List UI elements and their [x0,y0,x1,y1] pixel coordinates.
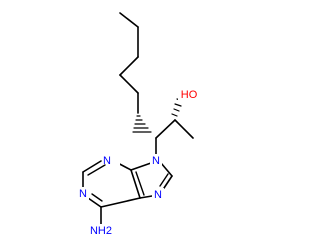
bond-c2-methyl [174,119,194,139]
atom-n7: N [154,189,162,201]
hashed-bond-chain [132,115,152,133]
atom-n1: N [79,188,87,200]
bond-chain-1 [119,12,139,28]
atom-n3: N [103,155,111,167]
hexyl-chain [119,12,139,114]
amine-label: NH2 [90,225,112,237]
molecule-structure: HO N N N N NH2 [77,12,200,238]
bond-chain-4 [119,74,139,94]
pyrimidine-ring [82,160,141,227]
bond-chain-3 [119,56,139,76]
imidazole-ring [130,162,173,199]
atom-labels: HO N N N N NH2 [77,88,200,238]
hydroxyl-label: HO [181,89,198,101]
atom-n9: N [152,155,160,167]
bond-c3-c2 [155,119,176,139]
